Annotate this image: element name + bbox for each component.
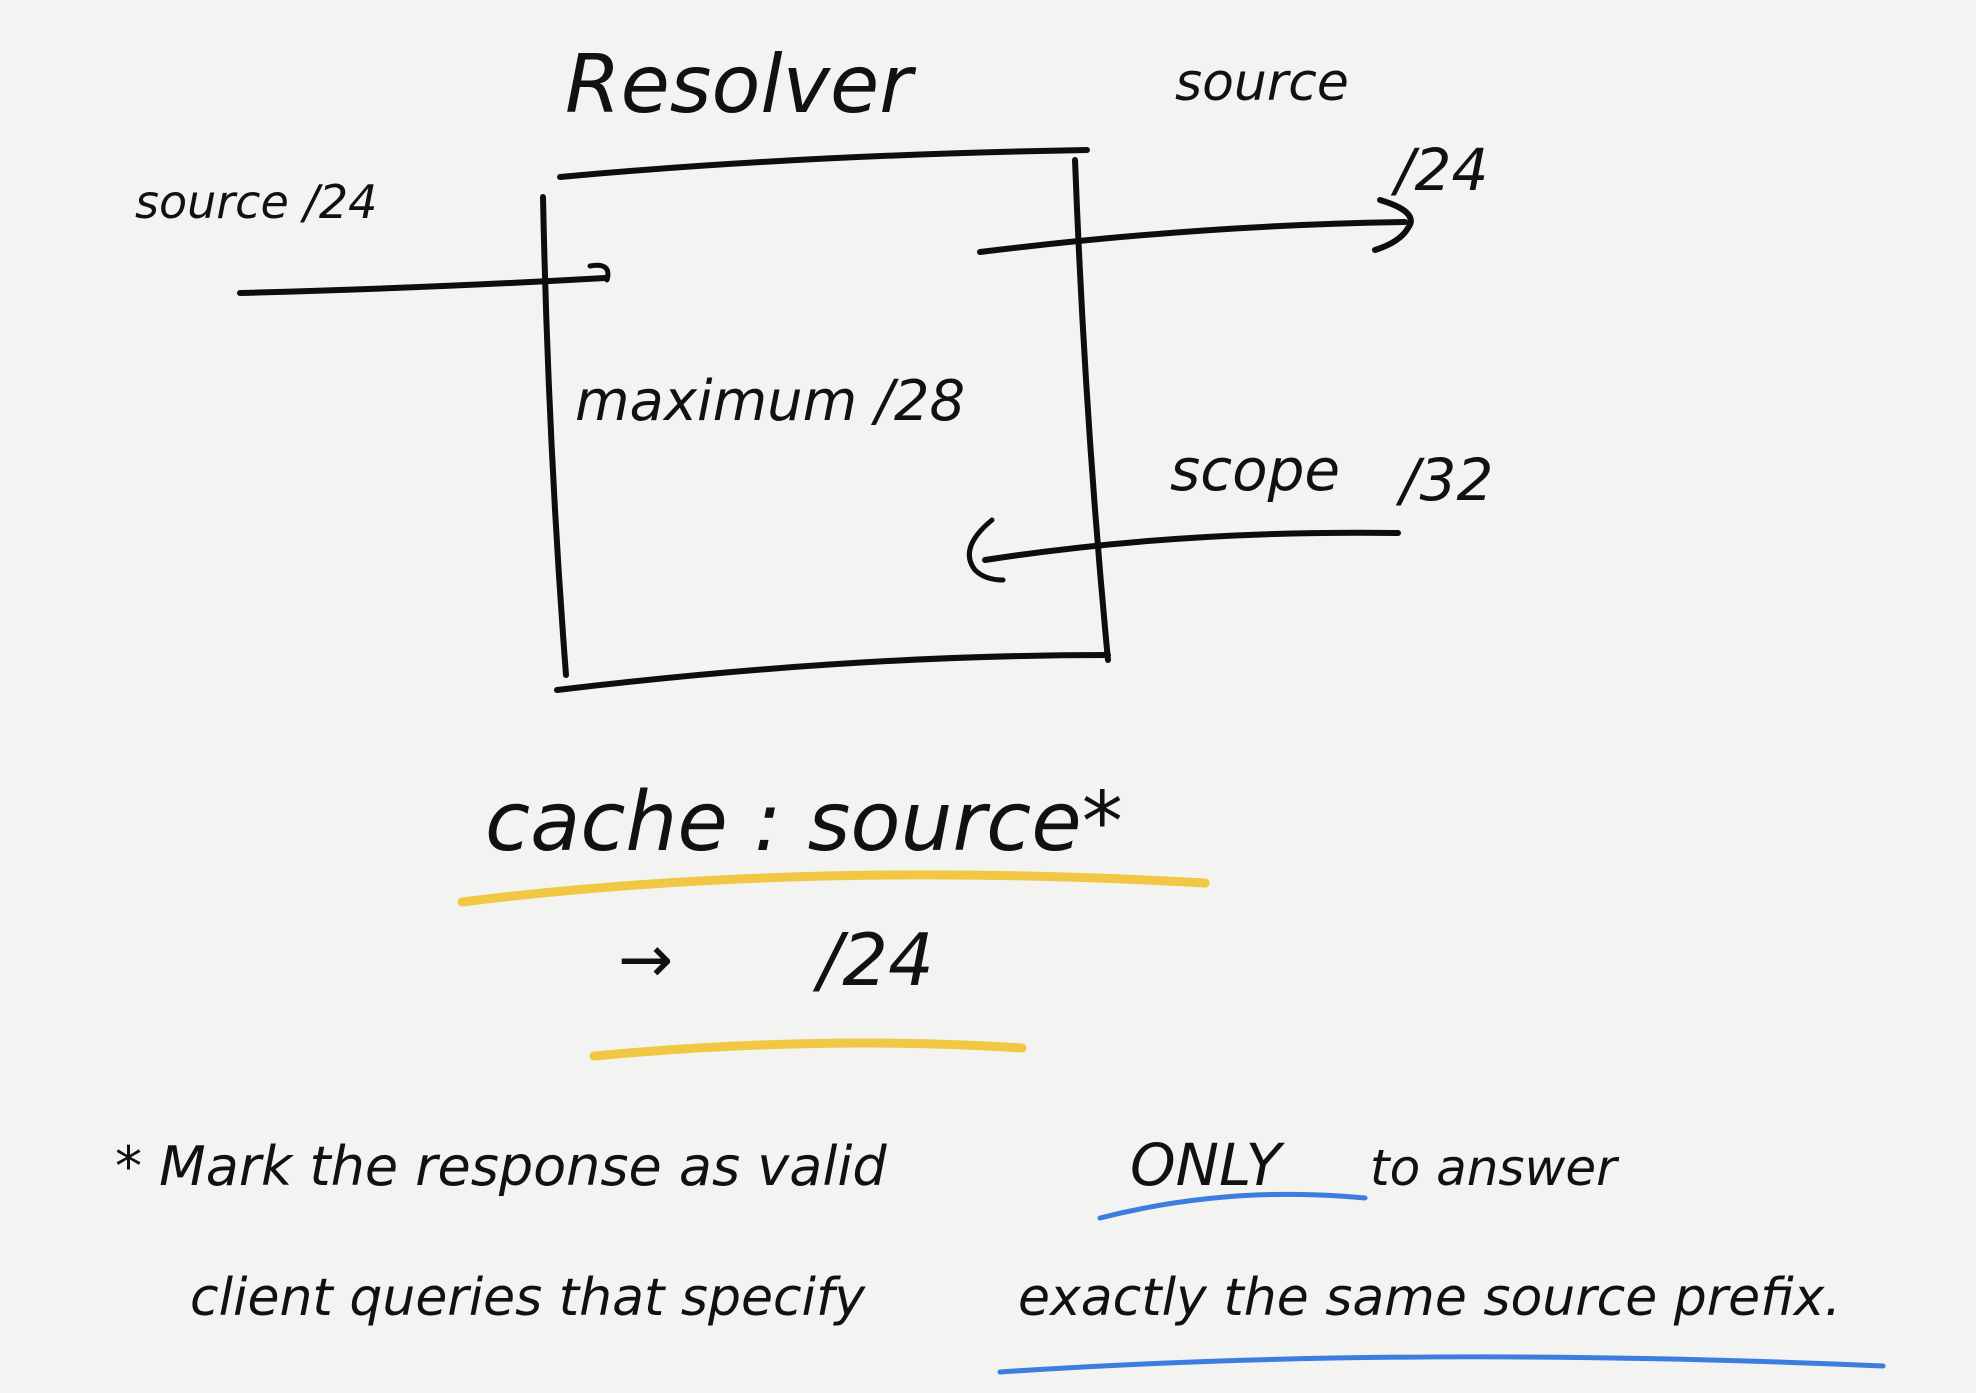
scope-prefix-label: /32 [1395,446,1493,514]
box-maximum-label: maximum /28 [575,369,965,434]
scope-arrow [966,517,1401,583]
scope-label: scope [1170,436,1340,504]
outbound-prefix-label: /24 [1390,136,1488,204]
outbound-source-label: source [1175,53,1349,113]
footnote-line1-suffix: to answer [1370,1139,1620,1197]
resolver-title: Resolver [565,38,917,131]
exact-prefix-underline [997,1354,1886,1375]
footnote-line2-underlined: exactly the same source prefix. [1018,1268,1841,1328]
cache-arrow: → [618,921,673,998]
footnote-line2-prefix: client queries that specify [190,1268,866,1328]
footnote-emphasis: ONLY [1130,1131,1286,1199]
emphasis-underline [1097,1191,1368,1221]
outbound-arrow [977,197,1414,255]
inbound-arrow [237,262,611,296]
cache-heading-underline [457,870,1210,907]
footnote: * Mark the response as valid ONLY to ans… [115,1131,1886,1375]
cache-heading: cache : source* [485,775,1123,870]
inbound-source-label: source /24 [135,175,377,229]
footnote-line1-prefix: * Mark the response as valid [115,1135,887,1198]
cache-value: /24 [812,918,934,1002]
resolver-box [540,147,1111,693]
cache-value-underline [589,1038,1027,1061]
